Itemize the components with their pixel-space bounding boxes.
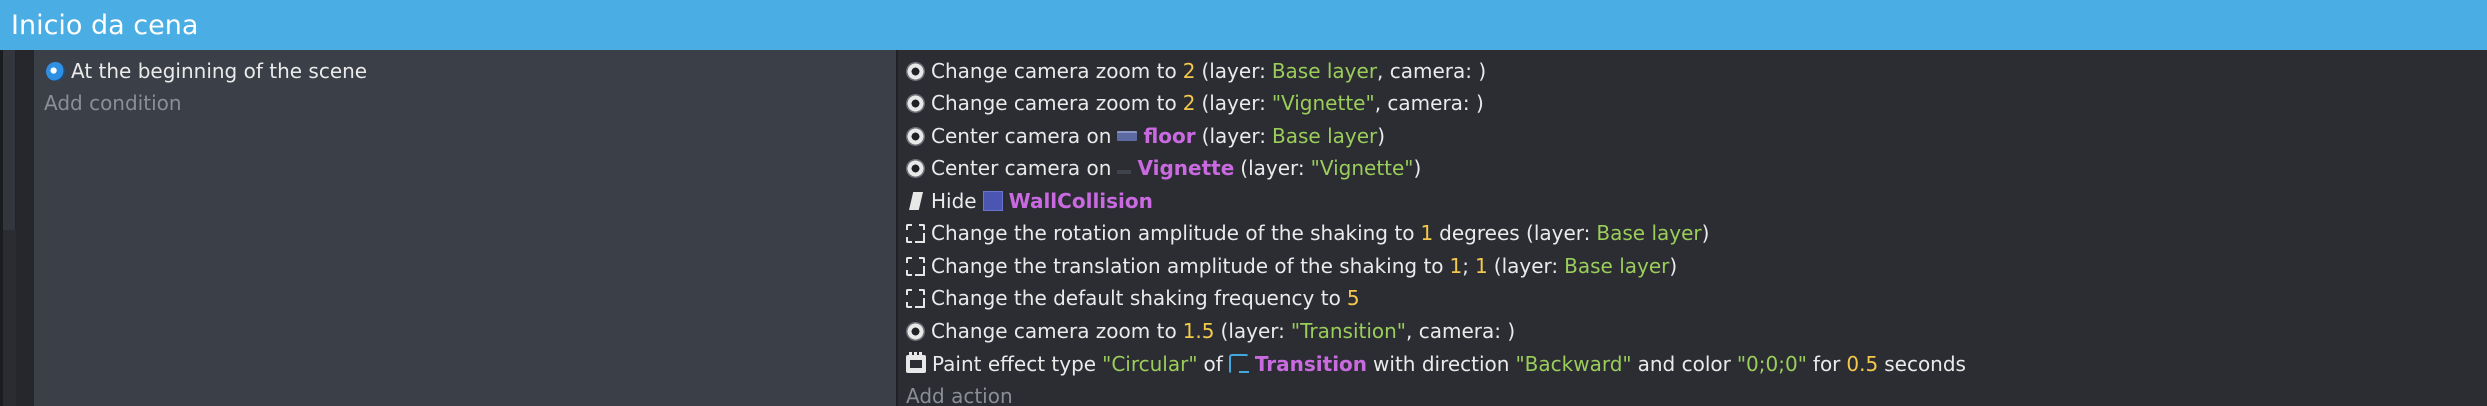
- separator: ;: [1462, 254, 1470, 278]
- camera-shake-icon: [906, 288, 925, 308]
- camera-icon: [906, 93, 925, 113]
- camera-param: , camera: ): [1374, 91, 1484, 115]
- layer-name: Base layer: [1596, 221, 1702, 245]
- object-name: Vignette: [1137, 156, 1235, 180]
- transition-object-icon: [1228, 354, 1249, 374]
- condition-scene-start[interactable]: At the beginning of the scene: [46, 55, 367, 87]
- direction-value: "Backward": [1515, 352, 1632, 376]
- color-value: "0;0;0": [1736, 352, 1807, 376]
- wallcollision-object-icon: [982, 191, 1003, 211]
- action-label: Paint effect type: [932, 352, 1097, 376]
- layer-open: (layer:: [1220, 319, 1285, 343]
- color-label: and color: [1637, 352, 1731, 376]
- event-group-title: Inicio da cena: [11, 9, 199, 41]
- action-label: Change the default shaking frequency to: [931, 286, 1341, 310]
- seconds-label: seconds: [1884, 352, 1966, 376]
- layer-open: (layer:: [1201, 91, 1266, 115]
- conditions-panel[interactable]: At the beginning of the scene Add condit…: [34, 50, 898, 406]
- condition-label: At the beginning of the scene: [71, 59, 368, 83]
- event-gutter-lower: [3, 230, 16, 406]
- for-label: for: [1812, 352, 1841, 376]
- layer-name: "Transition": [1290, 319, 1407, 343]
- event-group-header[interactable]: Inicio da cena: [0, 0, 2487, 50]
- object-name: WallCollision: [1008, 189, 1153, 213]
- object-name: floor: [1143, 124, 1196, 148]
- action-center-vignette[interactable]: Center camera on Vignette (layer: "Vigne…: [906, 152, 1421, 184]
- action-label: Center camera on: [931, 156, 1112, 180]
- layer-open: (layer:: [1493, 254, 1559, 278]
- of-label: of: [1203, 352, 1223, 376]
- scene-start-icon: [46, 61, 65, 81]
- frequency-value: 5: [1346, 286, 1360, 310]
- floor-object-icon: [1117, 131, 1138, 141]
- action-label: Hide: [931, 189, 977, 213]
- effect-type: "Circular": [1102, 352, 1198, 376]
- action-center-floor[interactable]: Center camera on floor (layer: Base laye…: [906, 120, 1385, 152]
- action-label: Change the translation amplitude of the …: [931, 254, 1444, 278]
- action-paint-effect[interactable]: Paint effect type "Circular" of Transiti…: [906, 348, 1966, 380]
- action-shake-translation[interactable]: Change the translation amplitude of the …: [906, 250, 1677, 282]
- action-label: Change camera zoom to: [931, 59, 1177, 83]
- camera-shake-icon: [906, 256, 925, 276]
- camera-icon: [906, 61, 925, 81]
- action-hide-wall[interactable]: Hide WallCollision: [906, 185, 1153, 217]
- camera-param: , camera: ): [1377, 59, 1487, 83]
- layer-name: Base layer: [1272, 124, 1378, 148]
- zoom-value: 1.5: [1182, 319, 1215, 343]
- duration-value: 0.5: [1846, 352, 1879, 376]
- add-condition-button[interactable]: Add condition: [44, 91, 182, 115]
- event-gutter-edge: [0, 50, 3, 406]
- hide-icon: [909, 192, 923, 210]
- rotation-value: 1: [1420, 221, 1434, 245]
- translation-x-value: 1: [1449, 254, 1463, 278]
- translation-y-value: 1: [1475, 254, 1488, 278]
- layer-name: "Vignette": [1310, 156, 1414, 180]
- action-label: Change the rotation amplitude of the sha…: [931, 221, 1415, 245]
- camera-icon: [906, 158, 925, 178]
- zoom-value: 2: [1182, 91, 1196, 115]
- vignette-object-icon: [1117, 170, 1132, 174]
- layer-open: (layer:: [1201, 124, 1267, 148]
- paint-effect-icon: [906, 352, 926, 373]
- action-label: Center camera on: [931, 124, 1112, 148]
- camera-icon: [906, 126, 925, 146]
- direction-label: with direction: [1373, 352, 1510, 376]
- close-paren: ): [1377, 124, 1386, 148]
- actions-panel[interactable]: Change camera zoom to 2 (layer: Base lay…: [898, 50, 2487, 406]
- action-zoom-vignette[interactable]: Change camera zoom to 2 (layer: "Vignett…: [906, 87, 1484, 119]
- action-shake-rotation[interactable]: Change the rotation amplitude of the sha…: [906, 217, 1709, 249]
- object-name: Transition: [1254, 352, 1368, 376]
- layer-name: "Vignette": [1271, 91, 1375, 115]
- action-label: Change camera zoom to: [931, 319, 1177, 343]
- close-paren: ): [1669, 254, 1678, 278]
- camera-param: , camera: ): [1406, 319, 1516, 343]
- zoom-value: 2: [1182, 59, 1196, 83]
- event-drag-handle[interactable]: [3, 50, 16, 230]
- add-action-button[interactable]: Add action: [906, 384, 1013, 406]
- action-zoom-transition[interactable]: Change camera zoom to 1.5 (layer: "Trans…: [906, 315, 1515, 347]
- layer-name: Base layer: [1564, 254, 1670, 278]
- camera-icon: [906, 321, 925, 341]
- action-zoom-base[interactable]: Change camera zoom to 2 (layer: Base lay…: [906, 55, 1486, 87]
- event-indent-gutter: [16, 50, 34, 406]
- layer-open: (layer:: [1240, 156, 1305, 180]
- close-paren: ): [1701, 221, 1710, 245]
- close-paren: ): [1413, 156, 1422, 180]
- action-label: Change camera zoom to: [931, 91, 1177, 115]
- action-shake-frequency[interactable]: Change the default shaking frequency to …: [906, 282, 1360, 314]
- layer-name: Base layer: [1271, 59, 1378, 83]
- unit-label: degrees (layer:: [1439, 221, 1591, 245]
- camera-shake-icon: [906, 223, 925, 243]
- layer-open: (layer:: [1201, 59, 1266, 83]
